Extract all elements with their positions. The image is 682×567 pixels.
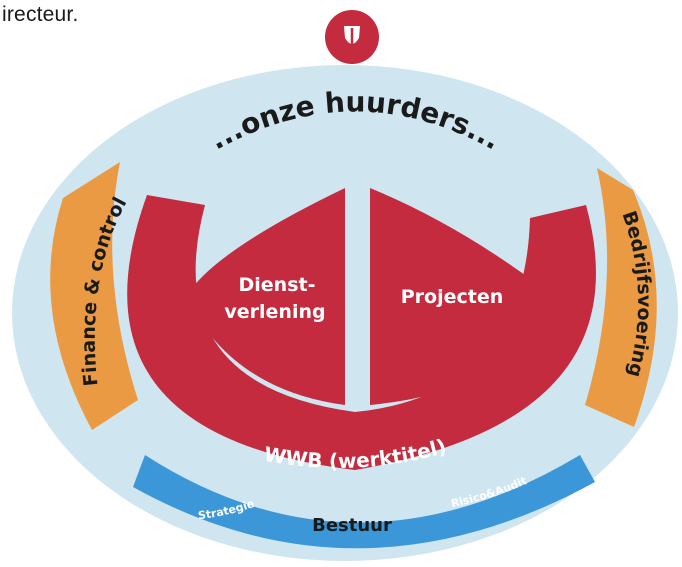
bestuur-band bbox=[133, 455, 595, 549]
finance-control-band bbox=[50, 162, 138, 430]
dienst-label-line2: verlening bbox=[224, 301, 325, 323]
bedrijfsvoering-band bbox=[585, 168, 657, 427]
projecten-label: Projecten bbox=[401, 286, 504, 308]
dienstverlening-segment bbox=[186, 188, 345, 405]
wwb-band bbox=[127, 195, 596, 470]
page-text-fragment: irecteur. bbox=[2, 3, 79, 26]
shield-logo-icon bbox=[344, 26, 360, 46]
dienst-label-line1: Dienst- bbox=[239, 274, 316, 296]
projecten-segment bbox=[370, 188, 548, 405]
bestuur-label: Bestuur bbox=[312, 515, 392, 536]
